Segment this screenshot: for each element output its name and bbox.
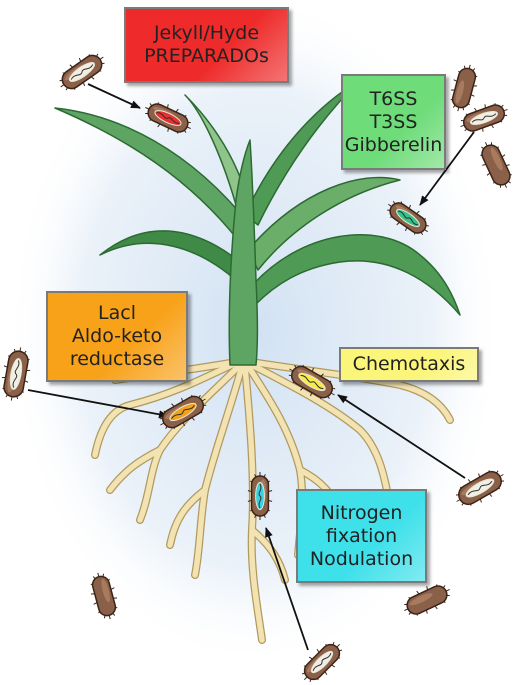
lacl-line-1: Lacl: [98, 302, 136, 324]
secretion-line-2: T3SS: [369, 110, 418, 133]
arrow-to-lower-root-bacterium: [265, 527, 309, 651]
arrow-to-leaf-bacterium: [87, 83, 141, 109]
arrow-to-left-root-bacterium: [27, 389, 169, 419]
bacterium-on-leaf: [145, 102, 191, 134]
bacteria: [1, 53, 512, 683]
bacterium-right-edge: [480, 142, 512, 188]
jekyll-hyde-line-1: Jekyll/Hyde: [153, 22, 260, 44]
lacl-line-2: Aldo-keto: [71, 325, 163, 347]
bacterium-top-left: [59, 53, 105, 91]
arrow-to-upper-right-bacterium: [419, 131, 475, 206]
jekyll-hyde-line-2: PREPARADOs: [144, 45, 269, 67]
leaf-left-upper: [184, 94, 249, 206]
bacterium-lower-right: [455, 470, 505, 506]
bacterium-bottom-right: [404, 584, 450, 616]
chemotaxis-line-1: Chemotaxis: [352, 353, 466, 375]
bacterium-top-right-2: [460, 103, 508, 133]
chemotaxis-label: Chemotaxis: [339, 347, 479, 382]
bacterium-top-right-1: [450, 64, 478, 112]
nitrogen-label: Nitrogen fixation Nodulation: [296, 489, 427, 583]
arrow-to-right-root-bacterium: [337, 394, 466, 479]
nitrogen-line-2: fixation: [325, 524, 398, 547]
bacterium-bottom-center: [301, 641, 343, 683]
bacterium-bottom-left: [90, 572, 118, 620]
bacterium-on-right-leaf: [387, 200, 429, 236]
nitrogen-line-1: Nitrogen: [320, 501, 403, 524]
leaf-right-drooping: [249, 234, 461, 316]
bacterium-in-root: [247, 472, 273, 520]
nitrogen-line-3: Nodulation: [309, 547, 414, 570]
bacterium-left-edge: [1, 347, 31, 401]
jekyll-hyde-label: Jekyll/Hyde PREPARADOs: [124, 7, 289, 83]
lacl-line-3: reductase: [69, 348, 165, 370]
bacterium-near-chemotaxis: [288, 364, 336, 400]
stem: [228, 139, 259, 366]
leaf-left-mid: [99, 230, 241, 283]
leaf-right-long: [247, 176, 401, 271]
root-system: [91, 358, 454, 644]
secretion-label: T6SS T3SS Gibberelin: [341, 74, 446, 170]
leaf-left-large: [54, 107, 251, 241]
secretion-line-3: Gibberelin: [344, 133, 443, 156]
arrows: [27, 83, 475, 651]
plant-shoot: [54, 79, 461, 366]
secretion-line-1: T6SS: [369, 87, 418, 110]
bacterium-on-left-root: [159, 394, 207, 430]
lacl-label: Lacl Aldo-keto reductase: [46, 291, 188, 382]
